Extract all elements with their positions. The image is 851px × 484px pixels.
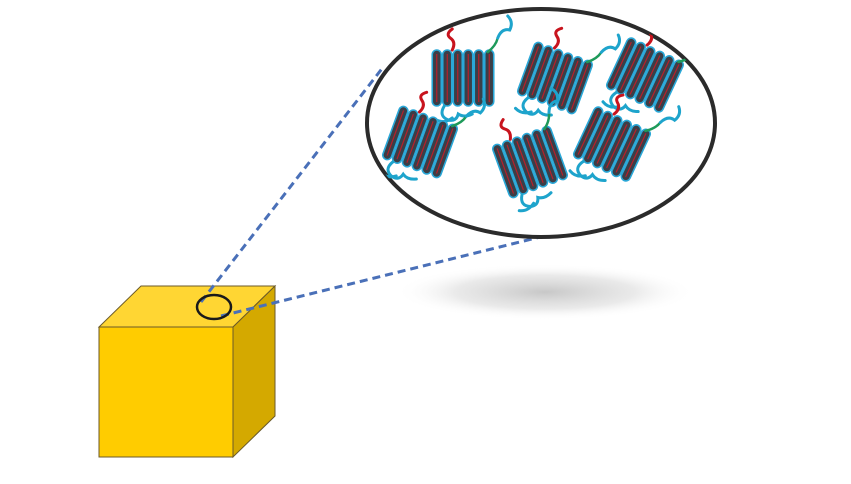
helix-stripe bbox=[526, 137, 544, 183]
red-terminal-tail bbox=[446, 27, 456, 52]
helix-stripe bbox=[606, 124, 628, 169]
sample-ring bbox=[195, 293, 233, 321]
helix-stripe bbox=[587, 115, 609, 160]
cyan-loop-top bbox=[599, 33, 622, 54]
cyan-loop-top bbox=[658, 105, 682, 124]
cyan-loop-bottom bbox=[568, 159, 607, 183]
helix-stripe bbox=[416, 121, 434, 167]
helix-stripe bbox=[658, 64, 680, 109]
helix-stripe bbox=[435, 128, 454, 174]
helix-stripe bbox=[561, 60, 579, 107]
helix-stripe bbox=[615, 128, 637, 173]
helix-bundle bbox=[378, 90, 487, 181]
cyan-loop-top bbox=[691, 36, 715, 55]
red-terminal-tail bbox=[499, 118, 512, 141]
helix-stripe bbox=[639, 55, 661, 100]
helix-stripe bbox=[531, 49, 549, 96]
helix-stripe bbox=[625, 133, 647, 178]
helix-bundle-proteins bbox=[378, 14, 715, 213]
helix-bundle bbox=[601, 24, 715, 114]
helix-stripe bbox=[596, 119, 618, 164]
zoom-line-upper bbox=[199, 65, 386, 303]
helix-bundle bbox=[491, 86, 569, 213]
helix-stripe bbox=[406, 117, 424, 163]
helix-stripe bbox=[536, 133, 554, 180]
cyan-loop-top bbox=[496, 14, 513, 40]
helix-stripe bbox=[506, 144, 524, 191]
cyan-loop-top bbox=[464, 97, 487, 118]
cyan-loop-top bbox=[547, 86, 560, 115]
red-terminal-tail bbox=[612, 93, 625, 116]
helix-stripe bbox=[545, 130, 564, 176]
helix-stripe bbox=[551, 57, 569, 103]
helix-stripe bbox=[610, 41, 632, 86]
helix-stripe bbox=[426, 124, 444, 171]
yellow-cube bbox=[97, 284, 277, 459]
helix-stripe bbox=[516, 141, 534, 187]
helix-bundle bbox=[568, 93, 682, 183]
helix-bundle bbox=[513, 26, 622, 117]
helix-stripe bbox=[541, 53, 559, 99]
cube-front-face bbox=[98, 326, 234, 458]
helix-stripe bbox=[577, 110, 599, 155]
zoom-line-lower bbox=[220, 235, 541, 318]
helix-stripe bbox=[648, 59, 670, 104]
helix-stripe bbox=[620, 46, 642, 91]
cyan-loop-bottom bbox=[517, 191, 553, 213]
helix-stripe bbox=[570, 64, 589, 110]
red-terminal-tail bbox=[552, 26, 564, 50]
helix-stripe bbox=[386, 110, 405, 156]
helix-stripe bbox=[496, 148, 515, 194]
lens-shadow bbox=[395, 264, 695, 320]
cyan-loop-bottom bbox=[513, 96, 553, 117]
helix-stripe bbox=[629, 50, 651, 95]
helix-stripe bbox=[521, 46, 540, 92]
cyan-loop-bottom bbox=[601, 90, 640, 114]
helix-stripe bbox=[396, 113, 414, 160]
red-terminal-tail bbox=[417, 90, 429, 114]
